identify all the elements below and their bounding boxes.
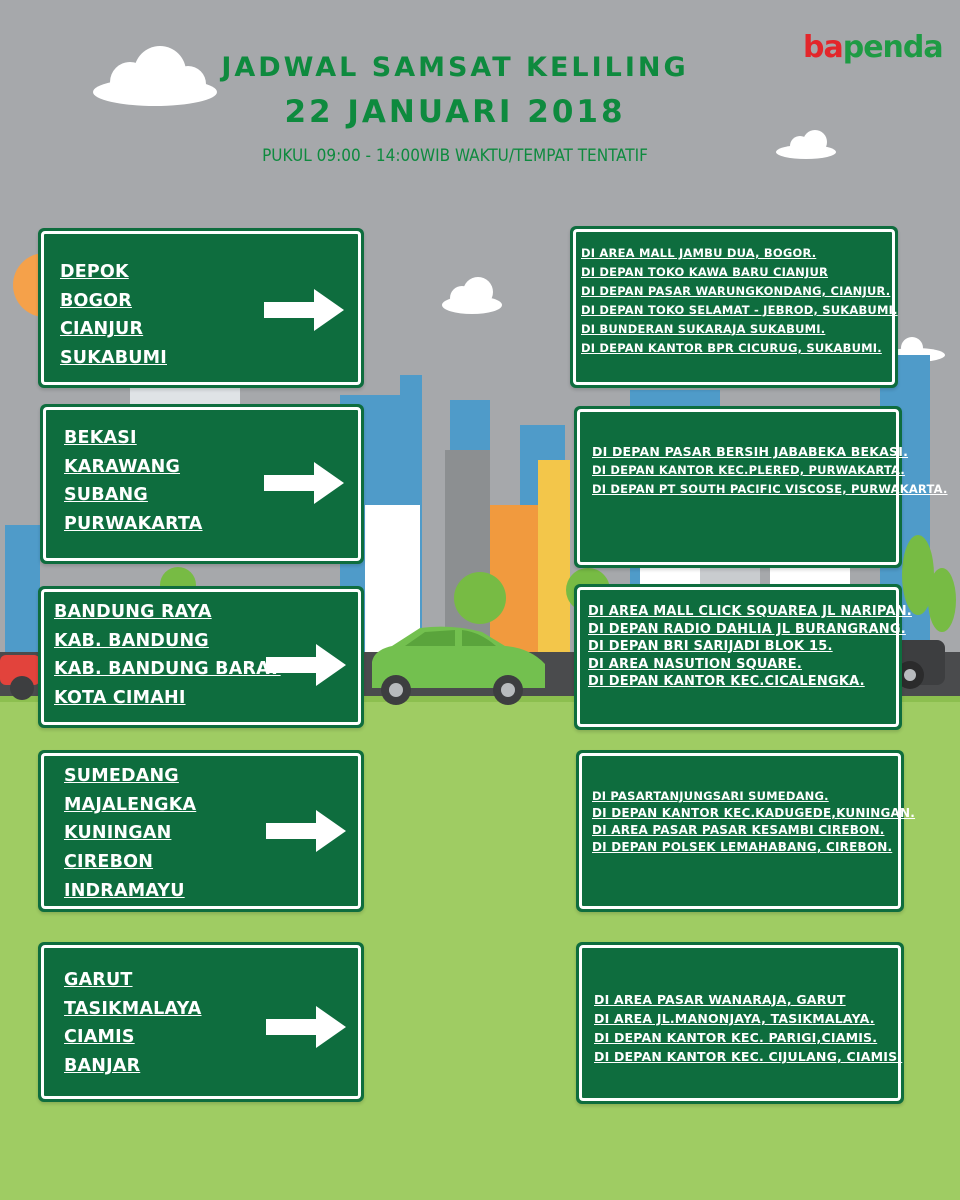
region-item: PURWAKARTA	[64, 514, 203, 535]
location-item: DI AREA JL.MANONJAYA, TASIKMALAYA.	[594, 1011, 875, 1026]
region-item: KARAWANG	[64, 456, 181, 477]
region-item: SUKABUMI	[60, 348, 167, 369]
region-item: MAJALENGKA	[64, 794, 197, 815]
location-list: DI PASARTANJUNGSARI SUMEDANG. DI DEPAN K…	[592, 788, 915, 856]
region-list: DEPOK BOGOR CIANJUR SUKABUMI	[60, 258, 167, 373]
location-item: DI DEPAN PASAR WARUNGKONDANG, CIANJUR.	[581, 284, 891, 298]
region-item: SUMEDANG	[64, 766, 179, 786]
region-item: TASIKMALAYA	[64, 998, 202, 1019]
region-item: KAB. BANDUNG	[54, 630, 209, 651]
region-sign-2: BEKASI KARAWANG SUBANG PURWAKARTA	[40, 404, 364, 564]
location-item: DI DEPAN BRI SARIJADI BLOK 15.	[588, 639, 833, 654]
location-sign-3: DI AREA MALL CLICK SQUAREA JL NARIPAN. D…	[574, 584, 912, 730]
arrow-right-icon	[264, 289, 344, 331]
logo-text-red: ba	[803, 30, 844, 65]
region-item: CIANJUR	[60, 319, 144, 340]
region-item: BOGOR	[60, 290, 132, 311]
region-item: KOTA CIMAHI	[54, 688, 186, 709]
location-item: DI AREA MALL JAMBU DUA, BOGOR.	[581, 246, 817, 260]
region-list: SUMEDANG MAJALENGKA KUNINGAN CIREBON IND…	[64, 762, 196, 906]
region-list: BEKASI KARAWANG SUBANG PURWAKARTA	[64, 424, 203, 539]
location-item: DI DEPAN KANTOR BPR CICURUG, SUKABUMI.	[581, 341, 882, 355]
location-sign-4: DI PASARTANJUNGSARI SUMEDANG. DI DEPAN K…	[576, 750, 915, 912]
region-item: DEPOK	[60, 262, 129, 282]
page-title: JADWAL SAMSAT KELILING	[221, 52, 689, 83]
arrow-right-icon	[266, 644, 346, 686]
page-subtitle: PUKUL 09:00 - 14:00WIB WAKTU/TEMPAT TENT…	[262, 146, 648, 166]
arrow-right-icon	[266, 1006, 346, 1048]
region-sign-5: GARUT TASIKMALAYA CIAMIS BANJAR	[38, 942, 364, 1102]
location-item: DI DEPAN KANTOR KEC.KADUGEDE,KUNINGAN.	[592, 806, 916, 820]
location-sign-1: DI AREA MALL JAMBU DUA, BOGOR. DI DEPAN …	[570, 226, 898, 388]
region-sign-4: SUMEDANG MAJALENGKA KUNINGAN CIREBON IND…	[38, 750, 364, 912]
cloud	[776, 130, 836, 159]
location-item: DI DEPAN RADIO DAHLIA JL BURANGRANG.	[588, 621, 906, 637]
location-item: DI DEPAN TOKO SELAMAT - JEBROD, SUKABUMI…	[581, 303, 898, 317]
car	[372, 626, 545, 705]
region-item: SUBANG	[64, 485, 148, 506]
region-item: INDRAMAYU	[64, 880, 185, 901]
location-item: DI AREA MALL CLICK SQUAREA JL NARIPAN.	[588, 604, 912, 619]
region-item: KUNINGAN	[64, 823, 172, 844]
region-sign-3: BANDUNG RAYA KAB. BANDUNG KAB. BANDUNG B…	[38, 586, 364, 728]
cloud	[442, 277, 502, 314]
region-list: GARUT TASIKMALAYA CIAMIS BANJAR	[64, 966, 202, 1081]
arrow-right-icon	[266, 810, 346, 852]
car	[895, 640, 945, 689]
location-item: DI AREA NASUTION SQUARE.	[588, 656, 802, 672]
location-sign-2: DI DEPAN PASAR BERSIH JABABEKA BEKASI. D…	[574, 406, 947, 568]
location-item: DI DEPAN TOKO KAWA BARU CIANJUR	[581, 265, 829, 279]
region-list: BANDUNG RAYA KAB. BANDUNG KAB. BANDUNG B…	[54, 598, 281, 713]
location-item: DI DEPAN KANTOR KEC.PLERED, PURWAKARTA.	[592, 463, 905, 477]
location-item: DI DEPAN KANTOR KEC. PARIGI,CIAMIS.	[594, 1030, 878, 1045]
region-item: GARUT	[64, 970, 133, 990]
cloud	[93, 46, 217, 106]
car	[0, 655, 40, 700]
region-item: CIAMIS	[64, 1027, 135, 1048]
region-item: BANJAR	[64, 1056, 141, 1077]
bapenda-logo: bapenda	[803, 30, 944, 65]
location-item: DI DEPAN KANTOR KEC. CIJULANG, CIAMIS.	[594, 1049, 903, 1064]
page-date: 22 JANUARI 2018	[284, 94, 626, 130]
location-list: DI DEPAN PASAR BERSIH JABABEKA BEKASI. D…	[592, 442, 948, 499]
location-list: DI AREA PASAR WANARAJA, GARUT DI AREA JL…	[594, 990, 902, 1066]
logo-text-green: penda	[842, 30, 944, 65]
location-item: DI DEPAN POLSEK LEMAHABANG, CIREBON.	[592, 840, 893, 854]
location-sign-5: DI AREA PASAR WANARAJA, GARUT DI AREA JL…	[576, 942, 904, 1104]
location-item: DI AREA PASAR PASAR KESAMBI CIREBON.	[592, 823, 885, 837]
location-list: DI AREA MALL CLICK SQUAREA JL NARIPAN. D…	[588, 603, 912, 691]
location-item: DI DEPAN KANTOR KEC.CICALENGKA.	[588, 674, 865, 689]
arrow-right-icon	[264, 462, 344, 504]
region-item: CIREBON	[64, 852, 154, 873]
region-item: KAB. BANDUNG BARAT	[54, 659, 281, 680]
region-item: BANDUNG RAYA	[54, 602, 212, 622]
location-list: DI AREA MALL JAMBU DUA, BOGOR. DI DEPAN …	[581, 244, 898, 358]
location-item: DI AREA PASAR WANARAJA, GARUT	[594, 992, 846, 1007]
location-item: DI BUNDERAN SUKARAJA SUKABUMI.	[581, 322, 826, 336]
region-sign-1: DEPOK BOGOR CIANJUR SUKABUMI	[38, 228, 364, 388]
location-item: DI DEPAN PT SOUTH PACIFIC VISCOSE, PURWA…	[592, 482, 948, 496]
location-item: DI DEPAN PASAR BERSIH JABABEKA BEKASI.	[592, 444, 909, 459]
location-item: DI PASARTANJUNGSARI SUMEDANG.	[592, 789, 829, 803]
region-item: BEKASI	[64, 428, 137, 448]
